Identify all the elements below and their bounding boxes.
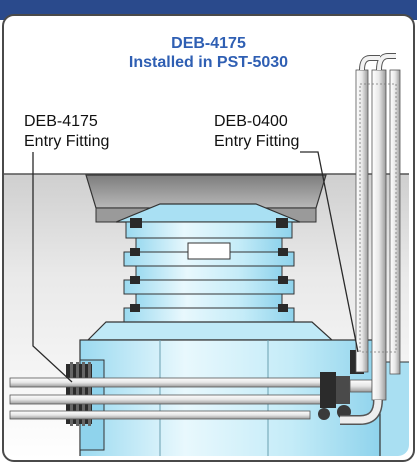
right-callout-line1: DEB-0400 — [214, 113, 288, 130]
right-callout-line2: Entry Fitting — [214, 133, 300, 150]
right-pipe-fittings — [318, 372, 373, 420]
left-callout: DEB-4175 Entry Fitting — [24, 112, 109, 152]
sump-lid — [85, 174, 327, 209]
left-callout-line1: DEB-4175 — [24, 113, 98, 130]
diagram-title-line1: DEB-4175 — [171, 35, 246, 52]
left-callout-line2: Entry Fitting — [24, 133, 110, 150]
vertical-pipes — [340, 53, 401, 425]
diagram-title-line2: Installed in PST-5030 — [128, 54, 289, 71]
sump-riser — [115, 203, 301, 323]
right-callout: DEB-0400 Entry Fitting — [214, 112, 299, 152]
left-leader-line — [32, 152, 73, 383]
right-leader-line — [300, 151, 359, 353]
horizontal-pipes — [9, 377, 329, 420]
